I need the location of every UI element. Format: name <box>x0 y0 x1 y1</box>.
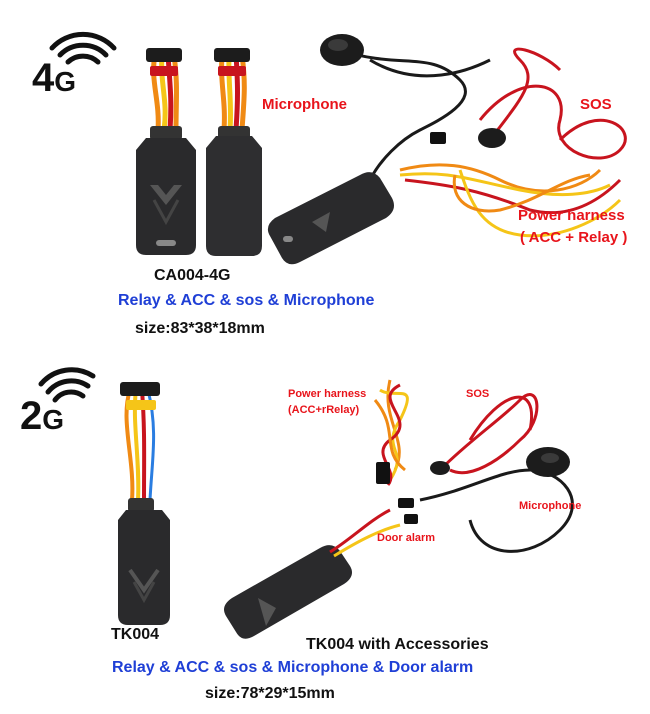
tk004-device <box>118 382 170 625</box>
label-sos: SOS <box>466 388 490 400</box>
features-text: Relay & ACC & sos & Microphone <box>118 292 375 309</box>
label-power-harness: Power harness <box>518 207 625 224</box>
label-door-alarm: Door alarm <box>377 532 436 544</box>
features-text: Relay & ACC & sos & Microphone & Door al… <box>112 659 474 676</box>
network-badge-4g: 4G <box>32 58 76 102</box>
network-badge-2g: 2G <box>20 396 64 440</box>
label-acc-relay: ( ACC + Relay ) <box>520 229 628 246</box>
ca004-device-back <box>206 48 262 256</box>
badge-number: 2 <box>20 394 43 438</box>
label-microphone: Microphone <box>262 96 347 113</box>
2g-badge-icon <box>38 367 96 403</box>
model-name: CA004-4G <box>154 267 231 284</box>
tk004-accessories-set <box>224 379 574 639</box>
4g-badge-icon <box>49 31 117 65</box>
label-microphone: Microphone <box>519 500 582 512</box>
accessories-caption: TK004 with Accessories <box>306 636 489 653</box>
label-sos: SOS <box>580 96 612 113</box>
badge-letter: G <box>42 404 65 435</box>
label-power-harness: Power harness <box>288 388 367 400</box>
badge-number: 4 <box>32 56 55 100</box>
label-acc-relay: (ACC+rRelay) <box>288 404 360 416</box>
ca004-accessories-set <box>267 34 627 265</box>
size-text: size:83*38*18mm <box>135 320 265 337</box>
model-name: TK004 <box>111 626 160 643</box>
ca004-device-front <box>136 48 196 255</box>
badge-letter: G <box>54 66 77 97</box>
size-text: size:78*29*15mm <box>205 685 335 702</box>
